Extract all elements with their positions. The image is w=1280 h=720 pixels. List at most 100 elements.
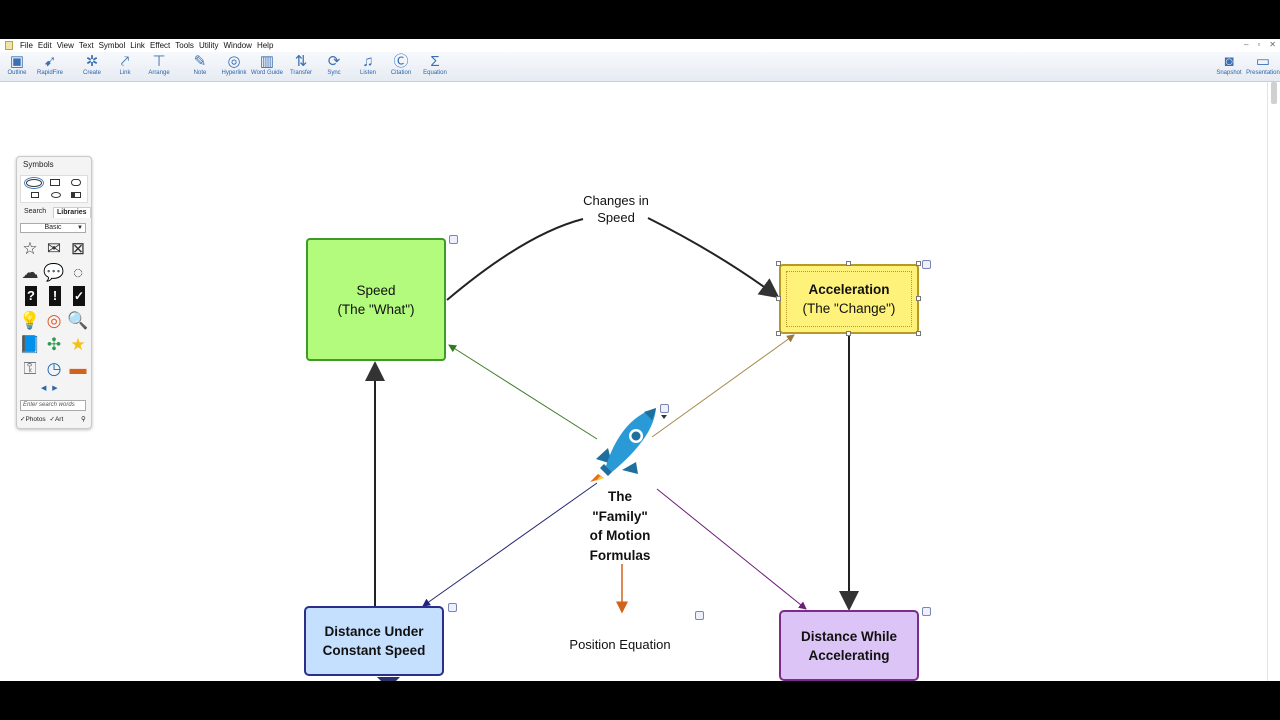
selection-handle[interactable] [776,331,781,336]
rocket-icon[interactable] [586,404,666,486]
node-distance-constant-link-icon[interactable] [448,603,457,612]
shape-rounded-rectangle[interactable] [71,179,81,186]
menu-edit[interactable]: Edit [37,41,52,50]
menu-help[interactable]: Help [256,41,274,50]
node-acceleration[interactable]: Acceleration (The "Change") [779,264,919,334]
selection-handle[interactable] [846,331,851,336]
snapshot-button[interactable]: ◙Snapshot [1212,53,1246,77]
palette-tab-search[interactable]: Search [24,208,47,215]
shape-split-rectangle[interactable] [71,192,81,198]
hyperlink-button[interactable]: ◎Hyperlink [217,53,251,77]
node-distance-constant-line2: Constant Speed [322,643,426,658]
palette-search-input[interactable]: Enter search words [20,400,86,411]
selection-handle[interactable] [916,331,921,336]
photos-checkbox[interactable]: ✓Photos [20,416,46,423]
laptop-icon[interactable]: ▬ [69,359,87,378]
link-center-to-acceleration[interactable] [651,334,795,438]
question-icon[interactable]: ? [25,286,37,306]
node-distance-constant[interactable]: Distance Under Constant Speed [304,606,444,676]
scrollbar-thumb[interactable] [1271,82,1277,104]
link-speed-to-changes[interactable] [446,218,584,301]
link-label-changes-in-speed[interactable]: Changes in Speed [583,193,649,225]
arrange-button[interactable]: ⊤Arrange [142,53,176,77]
error-icon[interactable]: ⊠ [70,239,86,258]
listen-icon: ♫ [362,53,374,70]
note-button[interactable]: ✎Note [183,53,217,77]
library-select[interactable]: Basic▼ [20,223,86,233]
rocket-link-icon[interactable] [660,404,669,413]
speech-bubble-icon[interactable]: 💬 [43,263,65,282]
diagram-canvas[interactable] [0,82,1268,681]
clock-icon[interactable]: ◷ [46,359,62,378]
link-button[interactable]: ⤤Link [108,53,142,77]
create-button[interactable]: ✲Create [75,53,109,77]
star-icon[interactable]: ☆ [22,239,38,258]
puzzle-icon[interactable]: ✣ [46,335,62,354]
restore-button[interactable]: ▫ [1257,40,1261,49]
art-checkbox[interactable]: ✓Art [49,416,64,423]
center-node-label[interactable]: The "Family" of Motion Formulas [589,489,651,563]
word-guide-button[interactable]: ▥Word Guide [251,53,283,76]
equation-icon: Σ [430,53,440,70]
key-icon[interactable]: ⚿ [23,359,37,378]
transfer-icon: ⇅ [294,53,308,70]
magnifier-icon[interactable]: 🔍 [67,311,89,330]
link-icon: ⤤ [120,53,130,70]
menu-text[interactable]: Text [78,41,94,50]
book-icon[interactable]: 📘 [19,335,41,354]
exclamation-icon[interactable]: ! [49,286,61,306]
menu-tools[interactable]: Tools [175,41,194,50]
check-icon[interactable]: ✓ [73,286,85,306]
node-acceleration-link-icon[interactable] [922,260,931,269]
transfer-button[interactable]: ⇅Transfer [284,53,318,77]
word-guide-icon: ▥ [259,53,275,70]
rocket-dropdown-icon[interactable] [661,415,667,419]
node-distance-accel[interactable]: Distance While Accelerating [779,610,919,681]
envelope-icon[interactable]: ✉ [46,239,62,258]
node-distance-accel-link-icon[interactable] [922,607,931,616]
palette-search-icon[interactable]: ⚲ [81,416,86,423]
menu-effect[interactable]: Effect [149,41,171,50]
selection-handle[interactable] [776,261,781,266]
close-button[interactable]: ✕ [1269,40,1276,49]
rapidfire-button[interactable]: ➹RapidFire [33,53,67,77]
selection-handle[interactable] [916,261,921,266]
palette-tab-libraries[interactable]: Libraries [53,207,91,218]
menu-utility[interactable]: Utility [198,41,219,50]
node-speed-line1: Speed [356,282,396,298]
link-center-to-distance-accel[interactable] [656,488,807,610]
sync-button[interactable]: ⟳Sync [317,53,351,77]
selection-handle[interactable] [846,261,851,266]
outline-button[interactable]: ▣Outline [0,53,34,77]
node-speed[interactable]: Speed (The "What") [306,238,446,361]
vertical-scrollbar[interactable] [1267,82,1280,681]
link-changes-to-acceleration[interactable] [647,217,780,299]
link-center-to-distance-constant[interactable] [422,482,598,607]
position-equation-label[interactable]: Position Equation [569,637,671,652]
gold-star-icon[interactable]: ★ [70,335,86,354]
menu-window[interactable]: Window [223,41,252,50]
shape-rectangle[interactable] [50,179,60,186]
listen-button[interactable]: ♫Listen [351,53,385,77]
minimize-button[interactable]: – [1244,40,1249,49]
lightbulb-icon[interactable]: 💡 [19,311,41,330]
lifebuoy-icon[interactable]: ◎ [46,311,62,330]
link-center-to-speed[interactable] [448,344,598,440]
shape-image-rectangle[interactable] [31,192,39,198]
selection-handle[interactable] [916,296,921,301]
cloud-icon[interactable]: ☁ [21,263,39,282]
node-speed-link-icon[interactable] [449,235,458,244]
menu-file[interactable]: File [20,41,33,50]
presentation-button[interactable]: ▭Presentation [1246,53,1280,76]
menu-symbol[interactable]: Symbol [98,41,126,50]
thought-bubble-icon[interactable]: ◌ [72,263,84,282]
position-equation-link-icon[interactable] [695,611,704,620]
shape-oval[interactable] [24,177,44,189]
shape-small-oval[interactable] [51,192,61,198]
selection-handle[interactable] [776,296,781,301]
palette-page-nav[interactable]: ◀ ▶ [41,385,58,392]
menu-link[interactable]: Link [130,41,145,50]
menu-view[interactable]: View [56,41,74,50]
